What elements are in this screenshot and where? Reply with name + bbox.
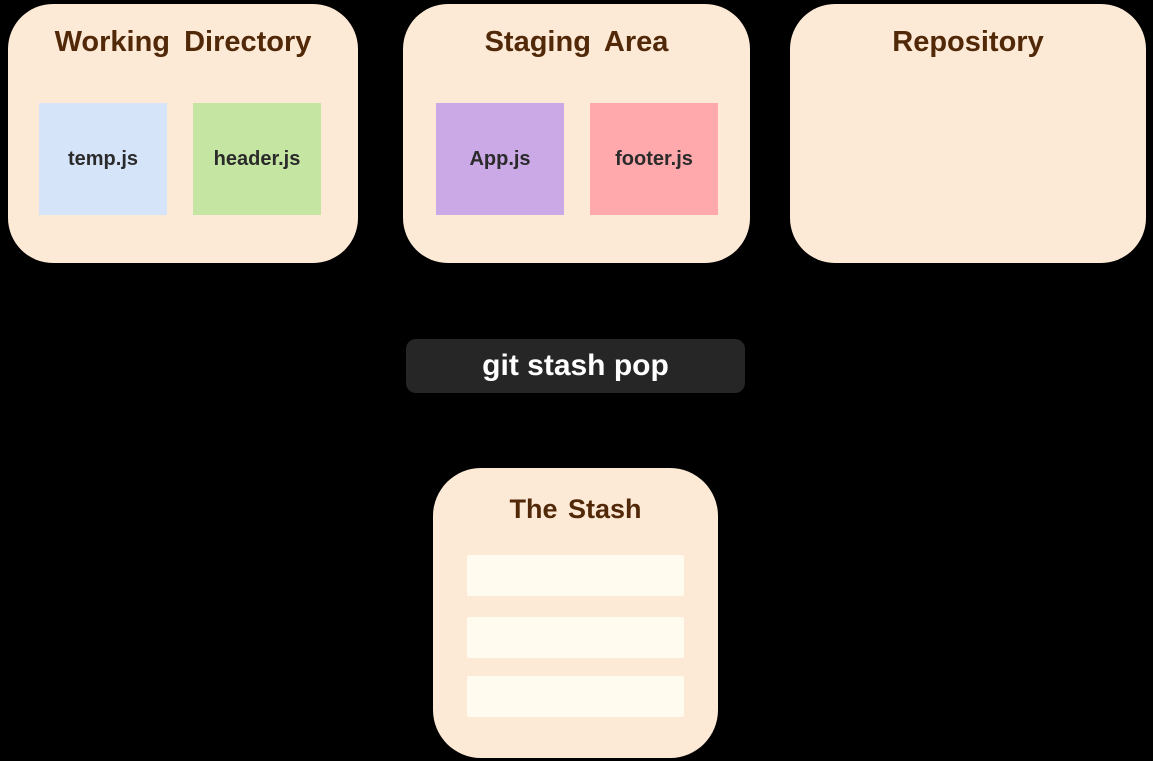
file-label: App.js [469,147,531,170]
git-command-label: git stash pop [482,349,669,382]
working-directory-title: Working Directory [54,26,312,58]
file-card-app-js: App.js [436,103,564,215]
repository-title: Repository [892,26,1044,58]
staging-area-title: Staging Area [484,26,669,58]
stash-slot-1 [467,555,684,596]
stash-slot-2 [467,617,684,658]
repository-panel: Repository [790,4,1146,263]
file-label: header.js [213,147,301,170]
stash-title: The Stash [509,494,642,524]
stash-slot-3 [467,676,684,717]
file-card-header-js: header.js [193,103,321,215]
file-label: footer.js [615,147,693,170]
file-card-temp-js: temp.js [39,103,167,215]
working-directory-panel: Working Directory temp.js header.js [8,4,358,263]
staging-area-panel: Staging Area App.js footer.js [403,4,750,263]
git-command-badge: git stash pop [406,339,745,393]
stash-panel: The Stash [433,468,718,758]
file-label: temp.js [67,147,139,170]
file-card-footer-js: footer.js [590,103,718,215]
